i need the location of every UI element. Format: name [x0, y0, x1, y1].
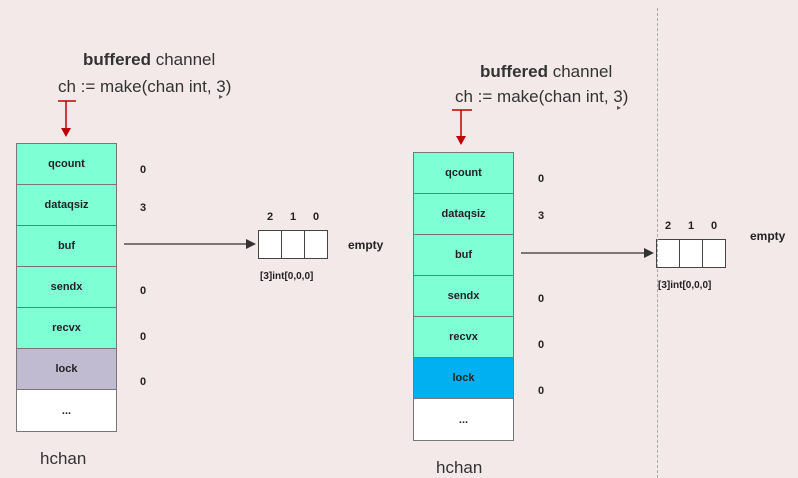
right-hchan-caption: hchan — [436, 458, 483, 477]
right-array-index-1: 1 — [688, 220, 695, 232]
left-field-lock: lock — [17, 349, 116, 390]
right-value-sendx: 0 — [538, 293, 545, 305]
right-code: ch := make(chan int, 3) — [455, 87, 629, 106]
left-field-ellipsis: ... — [17, 390, 116, 431]
left-array-slot — [305, 231, 327, 258]
left-hchan-struct: qcount dataqsiz buf sendx recvx lock ... — [16, 143, 117, 432]
left-buffer-array — [258, 230, 328, 259]
right-field-buf: buf — [414, 235, 513, 276]
right-value-dataqsiz: 3 — [538, 210, 545, 222]
left-hchan-caption: hchan — [40, 449, 87, 468]
right-hchan-struct: qcount dataqsiz buf sendx recvx lock ... — [413, 152, 514, 441]
right-caret-mark: ▸ — [617, 103, 622, 112]
left-value-sendx: 0 — [140, 285, 147, 297]
right-field-sendx: sendx — [414, 276, 513, 317]
left-field-sendx: sendx — [17, 267, 116, 308]
left-field-qcount: qcount — [17, 144, 116, 185]
right-value-qcount: 0 — [538, 173, 545, 185]
right-array-index-0: 0 — [711, 220, 718, 232]
right-field-recvx: recvx — [414, 317, 513, 358]
right-array-slot — [680, 240, 703, 267]
right-array-slot — [703, 240, 725, 267]
left-array-label: [3]int[0,0,0] — [260, 271, 314, 282]
left-array-slot — [282, 231, 305, 258]
right-array-slot — [657, 240, 680, 267]
left-caret-mark: ▸ — [219, 92, 224, 101]
left-field-recvx: recvx — [17, 308, 116, 349]
right-buffer-array — [656, 239, 726, 268]
left-value-lock: 0 — [140, 376, 147, 388]
left-value-dataqsiz: 3 — [140, 202, 147, 214]
right-empty-label: empty — [750, 229, 786, 243]
left-array-index-1: 1 — [290, 211, 297, 223]
right-title: buffered channel — [480, 62, 613, 81]
left-empty-label: empty — [348, 238, 384, 252]
left-value-qcount: 0 — [140, 164, 147, 176]
left-field-buf: buf — [17, 226, 116, 267]
left-title: buffered channel — [83, 50, 216, 69]
right-field-lock: lock — [414, 358, 513, 399]
right-value-lock: 0 — [538, 385, 545, 397]
left-array-slot — [259, 231, 282, 258]
left-array-index-2: 2 — [267, 211, 274, 223]
left-array-index-0: 0 — [313, 211, 320, 223]
right-array-label: [3]int[0,0,0] — [658, 280, 712, 291]
right-value-recvx: 0 — [538, 339, 545, 351]
dashed-divider — [657, 8, 658, 478]
right-field-ellipsis: ... — [414, 399, 513, 440]
left-code: ch := make(chan int, 3) — [58, 77, 232, 96]
left-value-recvx: 0 — [140, 331, 147, 343]
left-field-dataqsiz: dataqsiz — [17, 185, 116, 226]
right-field-qcount: qcount — [414, 153, 513, 194]
right-array-index-2: 2 — [665, 220, 672, 232]
right-field-dataqsiz: dataqsiz — [414, 194, 513, 235]
